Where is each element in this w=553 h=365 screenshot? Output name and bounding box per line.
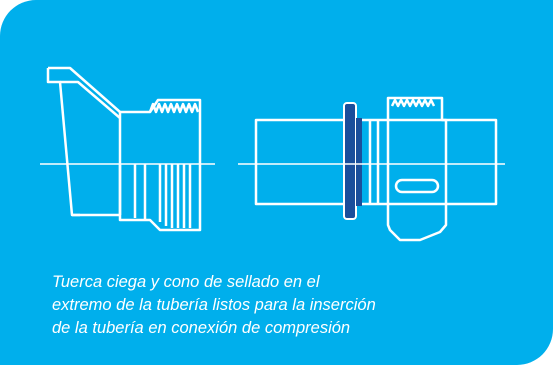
caption-line-3: de la tubería en conexión de compresión <box>52 319 351 337</box>
pipe-body <box>254 118 498 206</box>
tapered-pipe-end <box>46 68 120 217</box>
caption-line-1: Tuerca ciega y cono de sellado en el <box>52 273 320 291</box>
thread-teeth-top <box>148 102 200 114</box>
sealing-ring-inner <box>356 118 362 206</box>
nut-thread-teeth <box>390 98 436 108</box>
pipe-top-edge <box>48 66 121 113</box>
sealing-ring <box>343 102 357 220</box>
compression-nut <box>386 96 448 242</box>
nut-slot <box>394 178 440 194</box>
caption: Tuerca ciega y cono de sellado en el ext… <box>52 271 522 340</box>
pipe-assembly <box>254 96 498 242</box>
caption-line-2: extremo de la tubería listos para la ins… <box>52 296 376 314</box>
technical-drawing <box>40 66 505 242</box>
cap-nut-assembly <box>46 66 202 232</box>
